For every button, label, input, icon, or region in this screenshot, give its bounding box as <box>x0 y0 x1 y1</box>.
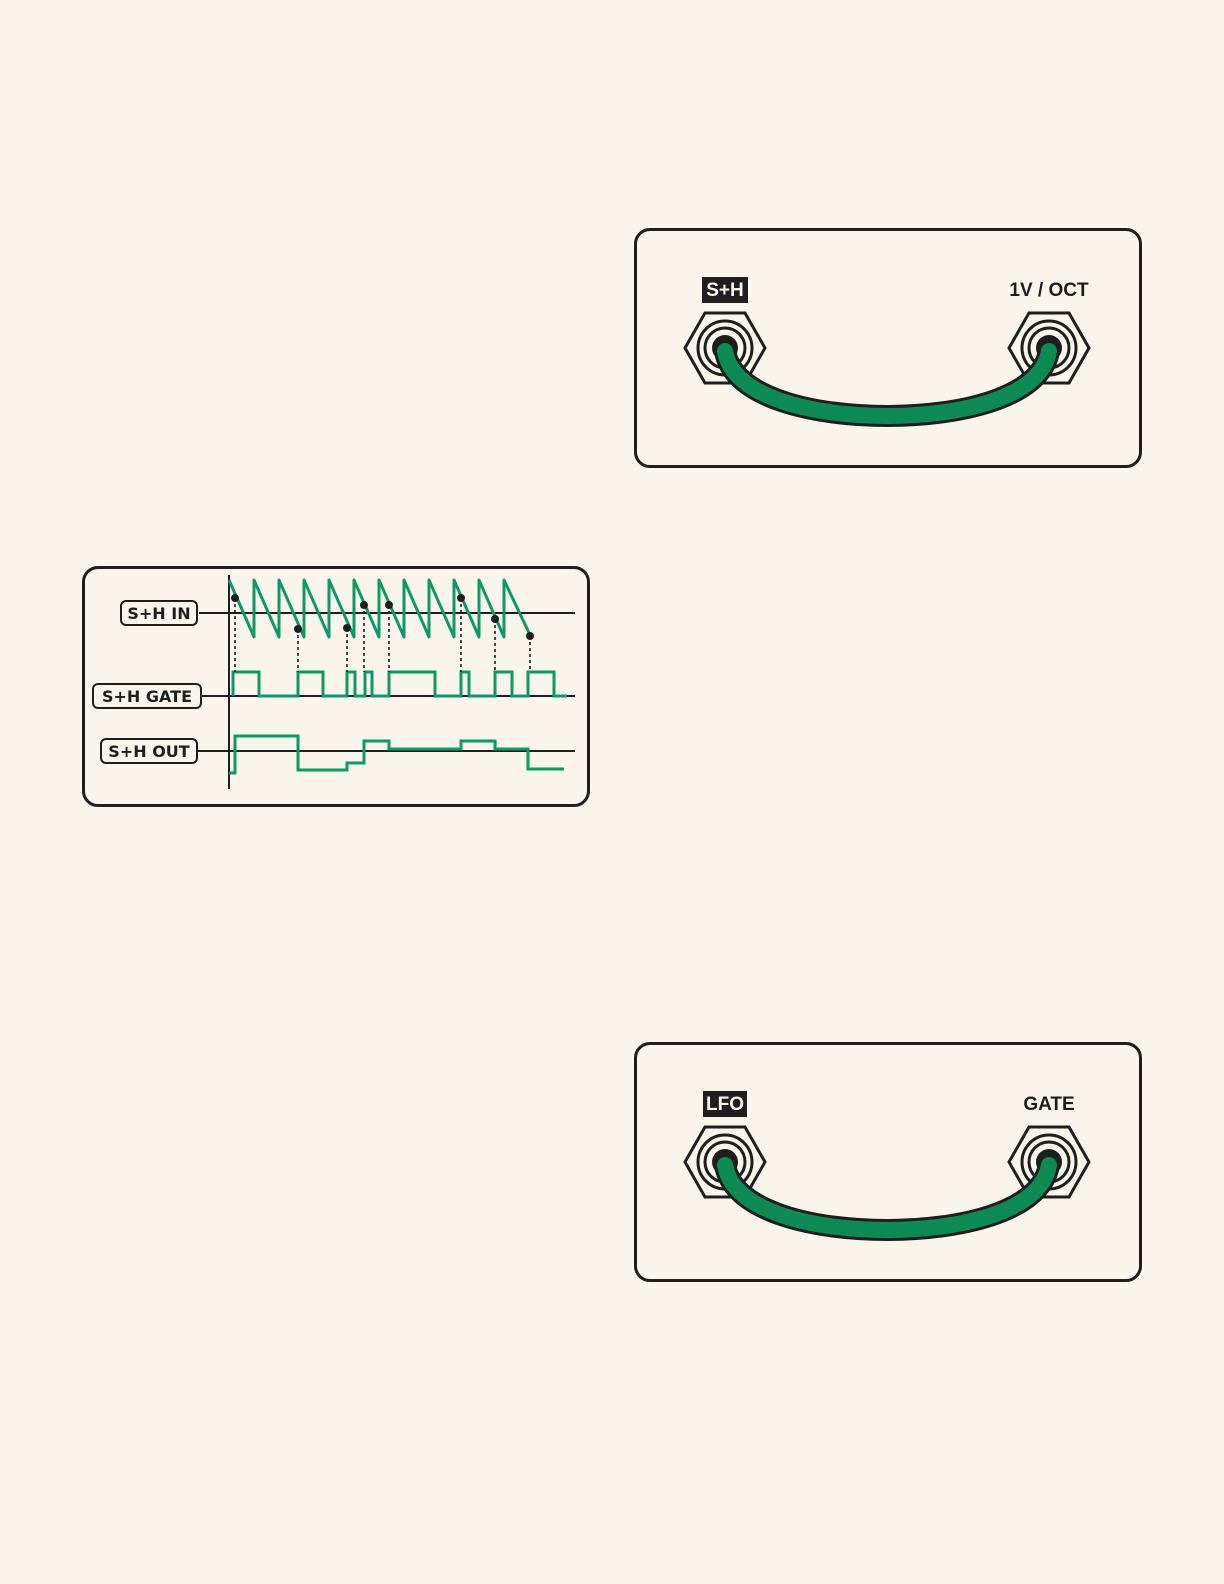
patch-diagram-svg: S+H 1V / OCT <box>637 231 1139 465</box>
patch-cable[interactable] <box>725 351 1049 416</box>
sh-out-tag: S+H OUT <box>101 739 197 763</box>
patch-diagram-lfo-to-gate: LFO GATE <box>634 1042 1142 1282</box>
sh-gate-waveform <box>233 672 567 696</box>
sh-gate-tag: S+H GATE <box>93 684 201 708</box>
sh-out-label: S+H OUT <box>108 742 189 761</box>
source-jack-label: LFO <box>706 1094 744 1115</box>
sample-and-hold-waveform-diagram: S+H IN S+H GATE S+H OUT <box>82 566 590 807</box>
sh-in-label: S+H IN <box>127 604 190 623</box>
sh-in-waveform <box>229 580 531 637</box>
patch-diagram-svg: LFO GATE <box>637 1045 1139 1279</box>
sh-in-tag: S+H IN <box>121 601 197 625</box>
waveform-svg: S+H IN S+H GATE S+H OUT <box>85 569 587 804</box>
patch-diagram-sh-to-1v-oct: S+H 1V / OCT <box>634 228 1142 468</box>
dest-jack-label: GATE <box>1023 1094 1074 1115</box>
sh-gate-label: S+H GATE <box>102 687 192 706</box>
sh-out-waveform <box>229 736 564 773</box>
patch-cable[interactable] <box>725 1165 1049 1230</box>
dest-jack-label: 1V / OCT <box>1009 280 1089 301</box>
source-jack-label: S+H <box>706 280 744 301</box>
